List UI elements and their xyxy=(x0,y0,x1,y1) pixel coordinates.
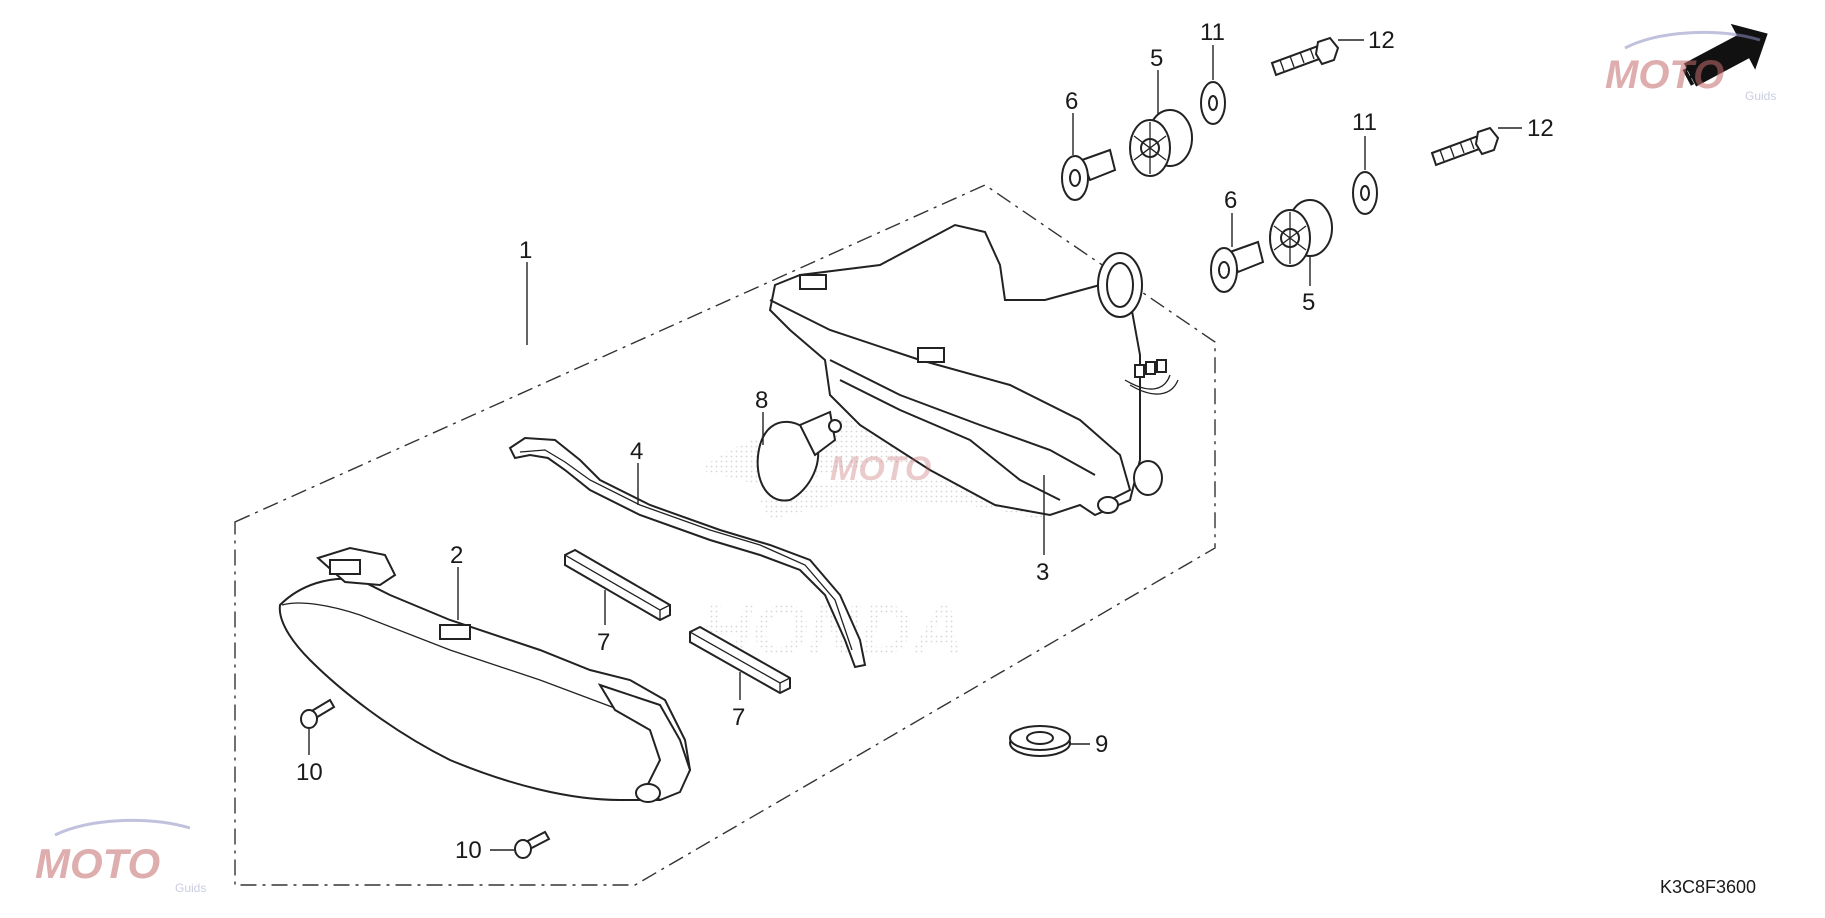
callout-3: 3 xyxy=(1036,559,1049,586)
taillight-lens[interactable] xyxy=(278,546,692,803)
callout-8: 8 xyxy=(755,387,768,414)
callout-labels: 1 2 3 4 5 5 6 6 7 7 8 9 10 10 11 11 12 1… xyxy=(296,19,1554,864)
moto-logo-text: MOTO xyxy=(35,840,160,887)
moto-logo-subtext: Guids xyxy=(1745,89,1776,103)
callout-6-lower: 6 xyxy=(1224,187,1237,214)
callout-10-lower: 10 xyxy=(455,837,482,864)
callout-4: 4 xyxy=(630,438,643,465)
moto-logo-text: MOTO xyxy=(1605,53,1724,97)
callout-2: 2 xyxy=(450,542,463,569)
callout-11-upper: 11 xyxy=(1200,19,1225,46)
moto-logo-subtext: Guids xyxy=(175,881,206,895)
taillight-housing[interactable] xyxy=(768,223,1179,517)
moto-logo-text: MOTO xyxy=(830,450,931,488)
callout-6-upper: 6 xyxy=(1065,88,1078,115)
screw-upper[interactable] xyxy=(300,698,336,729)
leader-lines xyxy=(308,39,1522,851)
callout-7-lower: 7 xyxy=(732,704,745,731)
callout-5-upper: 5 xyxy=(1150,45,1163,72)
screw-lower[interactable] xyxy=(514,830,551,859)
pad-lower[interactable] xyxy=(689,625,791,695)
car-swoosh-icon xyxy=(54,818,191,837)
callout-5-lower: 5 xyxy=(1302,289,1315,316)
bolt-lower[interactable] xyxy=(1430,126,1500,167)
callout-1: 1 xyxy=(519,237,532,264)
bolt-upper[interactable] xyxy=(1270,36,1340,77)
moto-logo-bottom-left: MOTO Guids xyxy=(35,818,206,895)
callout-7-upper: 7 xyxy=(597,629,610,656)
direction-arrow-icon xyxy=(1683,23,1768,87)
collar-lower[interactable] xyxy=(1210,240,1265,293)
moto-logo-top-right: MOTO Guids xyxy=(1605,30,1776,103)
collar-upper[interactable] xyxy=(1061,148,1117,201)
callout-12-upper: 12 xyxy=(1368,27,1395,54)
pad-upper[interactable] xyxy=(564,548,671,622)
bulb[interactable] xyxy=(756,410,842,502)
rubber-mount-lower[interactable] xyxy=(1269,199,1333,267)
moto-logo-center: MOTO xyxy=(830,450,931,488)
callout-12-lower: 12 xyxy=(1527,115,1554,142)
washer-upper[interactable] xyxy=(1200,81,1226,125)
diagram-part-code: K3C8F3600 xyxy=(1660,877,1756,897)
washer-lower[interactable] xyxy=(1352,171,1378,215)
car-swoosh-icon xyxy=(1624,30,1761,50)
callout-9: 9 xyxy=(1095,731,1108,758)
grommet[interactable] xyxy=(1009,725,1071,757)
rubber-mount-upper[interactable] xyxy=(1129,109,1193,177)
callout-10-upper: 10 xyxy=(296,759,323,786)
callout-11-lower: 11 xyxy=(1352,109,1377,136)
gasket[interactable] xyxy=(508,436,867,669)
assembly-outline xyxy=(234,184,1216,886)
